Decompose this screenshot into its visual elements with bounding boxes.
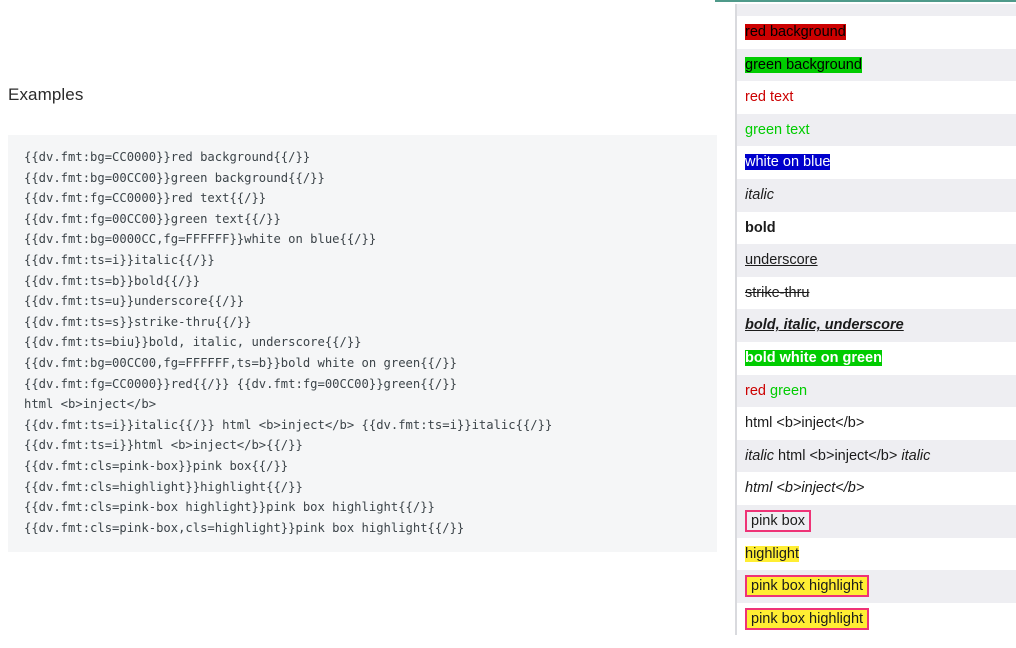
preview-segment: highlight <box>745 545 800 562</box>
preview-segment: pink box highlight <box>745 575 870 598</box>
code-line: {{dv.fmt:ts=b}}bold{{/}} <box>24 273 201 288</box>
code-line: {{dv.fmt:cls=highlight}}highlight{{/}} <box>24 479 303 494</box>
preview-segment: green <box>770 382 808 399</box>
preview-segment: bold <box>745 219 776 236</box>
left-column: Examples {{dv.fmt:bg=CC0000}}red backgro… <box>8 85 717 553</box>
code-line: {{dv.fmt:ts=u}}underscore{{/}} <box>24 294 245 309</box>
code-line: html <b>inject</b> <box>24 397 157 412</box>
code-line: {{dv.fmt:cls=pink-box highlight}}pink bo… <box>24 500 435 515</box>
code-line: {{dv.fmt:cls=pink-box,cls=highlight}}pin… <box>24 520 465 535</box>
preview-row: pink box <box>737 504 1016 538</box>
preview-row: strike-thru <box>737 277 1016 310</box>
preview-row: red green <box>737 374 1016 408</box>
code-line: {{dv.fmt:bg=00CC00,fg=FFFFFF,ts=b}}bold … <box>24 355 457 370</box>
preview-segment: underscore <box>745 252 818 269</box>
code-line: {{dv.fmt:ts=i}}italic{{/}} html <b>injec… <box>24 417 553 432</box>
preview-segment: red background <box>745 24 846 40</box>
preview-row: green text <box>737 113 1016 147</box>
preview-row: red background <box>737 16 1016 49</box>
preview-segment: strike-thru <box>745 284 810 301</box>
preview-row: html <b>inject</b> <box>737 472 1016 505</box>
preview-row: italic html <b>inject</b> italic <box>737 439 1016 473</box>
code-line: {{dv.fmt:bg=00CC00}}green background{{/}… <box>24 170 325 185</box>
preview-row: green background <box>737 48 1016 82</box>
preview-row: italic <box>737 178 1016 212</box>
preview-segment: html <b>inject</b> <box>774 447 902 464</box>
preview-segment: red <box>745 382 766 399</box>
code-line: {{dv.fmt:cls=pink-box}}pink box{{/}} <box>24 458 289 473</box>
preview-segment: italic <box>745 186 775 203</box>
panel-top-rule <box>715 0 1016 2</box>
preview-row: underscore <box>737 244 1016 277</box>
code-block: {{dv.fmt:bg=CC0000}}red background{{/}} {… <box>8 135 717 553</box>
preview-row-list: red background green background red text gr… <box>735 4 1016 636</box>
code-line: {{dv.fmt:ts=s}}strike-thru{{/}} <box>24 314 252 329</box>
preview-segment: green background <box>745 56 862 73</box>
preview-row: highlight <box>737 538 1016 571</box>
preview-row: bold <box>737 212 1016 245</box>
preview-segment: pink box highlight <box>745 607 870 630</box>
preview-segment: pink box <box>745 509 812 532</box>
preview-row: html <b>inject</b> <box>737 407 1016 440</box>
code-line: {{dv.fmt:fg=00CC00}}green text{{/}} <box>24 211 281 226</box>
page-title: Examples <box>8 85 84 105</box>
preview-segment: italic <box>901 447 931 464</box>
code-line: {{dv.fmt:ts=i}}html <b>inject</b>{{/}} <box>24 438 303 453</box>
preview-row: pink box highlight <box>737 570 1016 603</box>
code-line: {{dv.fmt:bg=CC0000}}red background{{/}} <box>24 150 311 164</box>
preview-segment: red text <box>745 89 794 106</box>
code-line: {{dv.fmt:ts=biu}}bold, italic, underscor… <box>24 335 362 350</box>
preview-segment: italic <box>745 447 775 464</box>
preview-segment: bold, italic, underscore <box>745 317 904 334</box>
code-line: {{dv.fmt:fg=CC0000}}red text{{/}} <box>24 191 267 206</box>
preview-row-partial <box>737 4 1016 16</box>
code-line: {{dv.fmt:fg=CC0000}}red{{/}} {{dv.fmt:fg… <box>24 376 457 391</box>
preview-segment: html <b>inject</b> <box>745 415 865 432</box>
code-line: {{dv.fmt:bg=0000CC,fg=FFFFFF}}white on b… <box>24 232 377 247</box>
preview-row: bold white on green <box>737 342 1016 375</box>
preview-row: white on blue <box>737 146 1016 179</box>
preview-panel: red background green background red text gr… <box>715 0 1016 648</box>
preview-row: bold, italic, underscore <box>737 309 1016 342</box>
preview-segment: white on blue <box>745 154 831 171</box>
preview-segment: green text <box>745 121 810 138</box>
preview-segment: bold white on green <box>745 349 882 366</box>
preview-row: red text <box>737 81 1016 114</box>
code-line: {{dv.fmt:ts=i}}italic{{/}} <box>24 252 215 267</box>
preview-row: pink box highlight <box>737 603 1016 636</box>
preview-segment: html <b>inject</b> <box>745 480 865 497</box>
